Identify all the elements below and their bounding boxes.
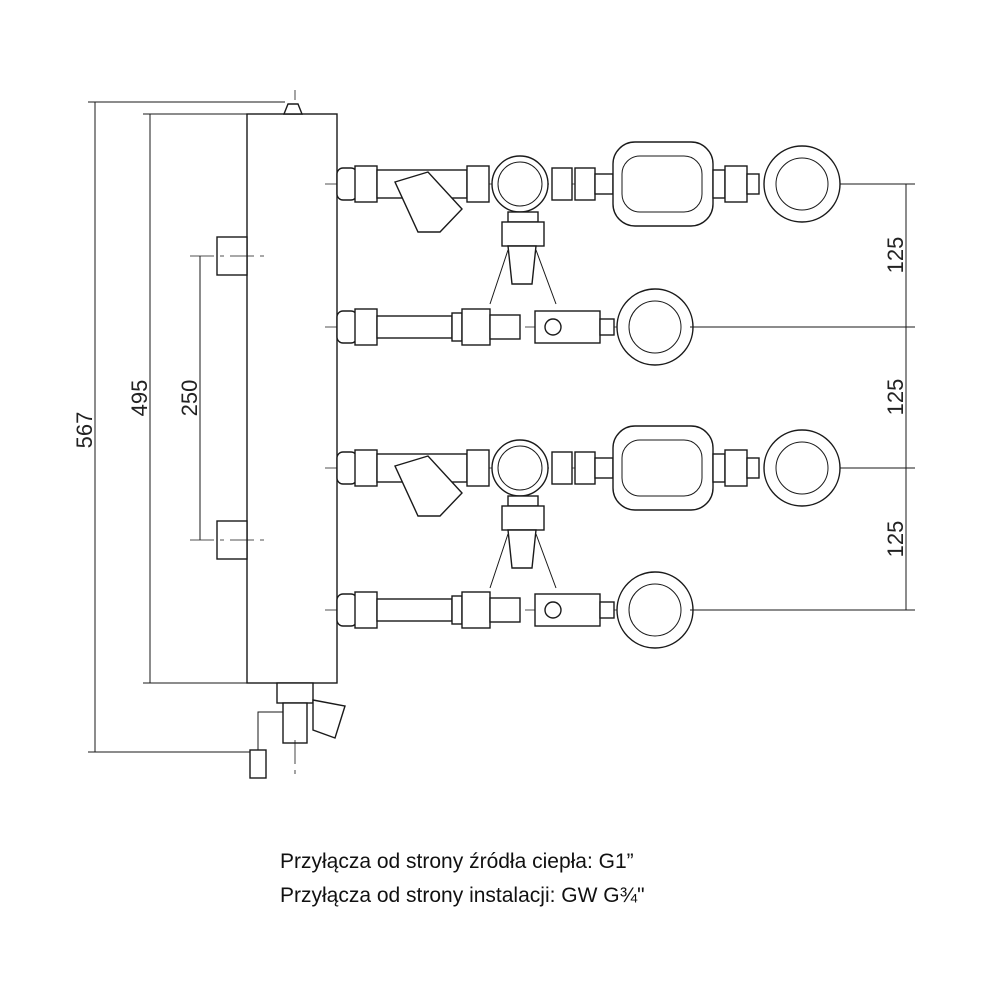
separator-body (246, 113, 338, 684)
supply-circuit-1 (336, 141, 841, 305)
dimension-lines-right (690, 183, 915, 611)
dim-125-middle: 125 (883, 379, 908, 416)
air-vent (282, 103, 304, 115)
caption-source-connections: Przyłącza od strony źródła ciepła: G1” (280, 850, 634, 873)
supply-circuit-2 (336, 425, 841, 589)
return-circuit-2 (336, 571, 694, 649)
return-circuit-1 (336, 288, 694, 366)
dim-125-bottom: 125 (883, 521, 908, 558)
caption-installation-connections: Przyłącza od strony instalacji: GW G¾" (280, 884, 645, 907)
dim-567: 567 (72, 412, 97, 449)
dim-250: 250 (177, 380, 202, 417)
dim-125-top: 125 (883, 237, 908, 274)
dim-495: 495 (127, 380, 152, 417)
dimension-lines-left (88, 101, 285, 753)
drain-valve (276, 682, 314, 704)
